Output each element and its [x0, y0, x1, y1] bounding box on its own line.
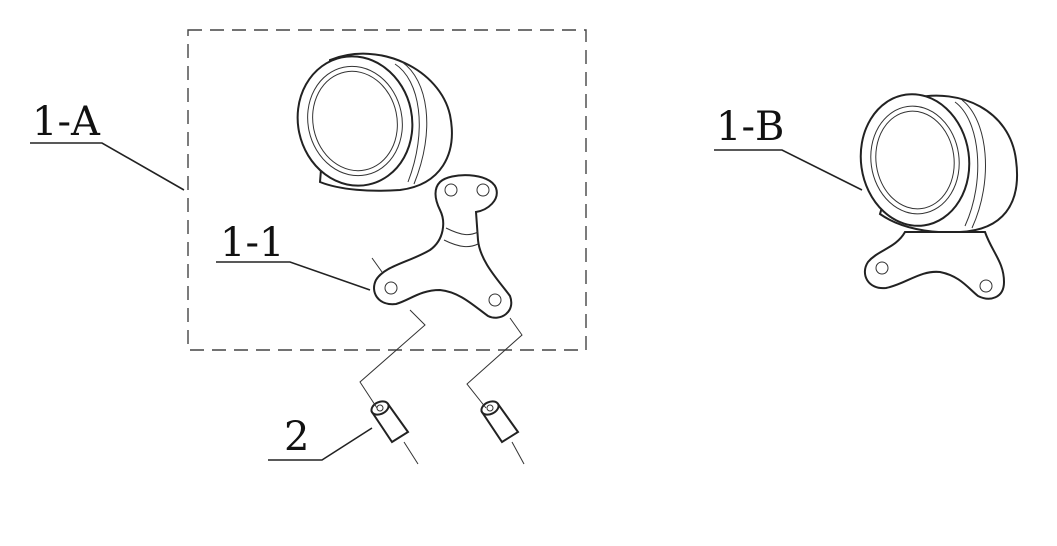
nut-left: [370, 400, 410, 444]
assembly-a-boundary: [187, 29, 587, 351]
bracket-1-1: [371, 174, 513, 319]
label-1-1: 1-1: [220, 220, 284, 266]
leader-2: [268, 427, 373, 461]
leader-1-a: [30, 142, 185, 191]
leader-1-1: [216, 261, 371, 291]
bracket-b: [863, 231, 1006, 300]
gauge-housing-a: [296, 52, 453, 192]
nut-right: [480, 400, 520, 444]
bolt-axis-left: [403, 441, 419, 465]
assembly-line-right: [466, 317, 523, 409]
label-1-a: 1-A: [32, 99, 101, 145]
gauge-housing-b: [859, 93, 1018, 234]
label-2: 2: [284, 414, 309, 460]
assembly-line-left: [359, 309, 426, 409]
bolt-axis-right: [511, 441, 525, 465]
label-1-b: 1-B: [716, 104, 784, 150]
leader-1-b: [714, 149, 863, 191]
